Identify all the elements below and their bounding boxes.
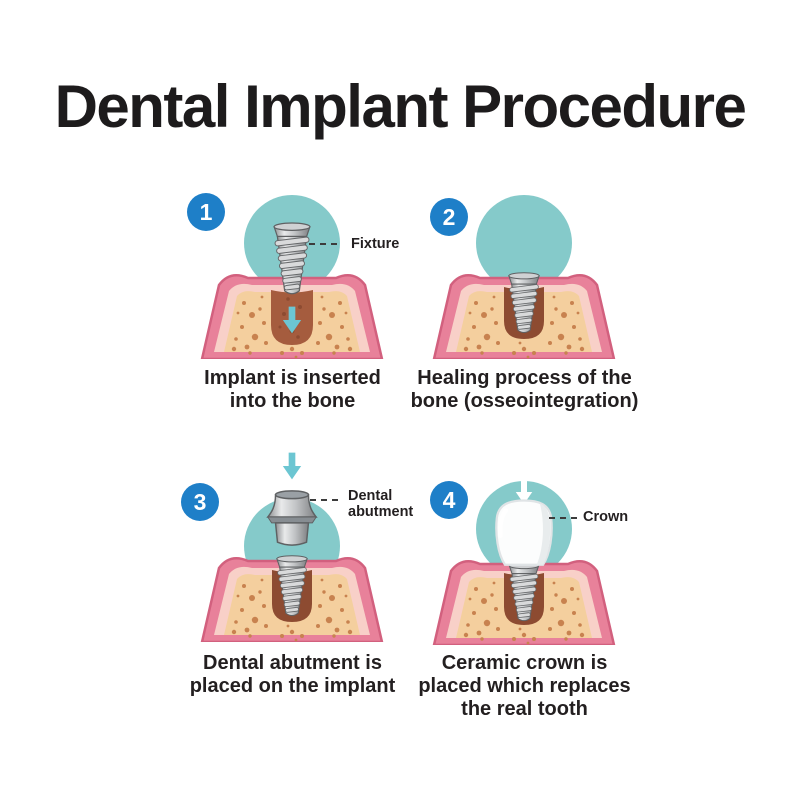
step-number-badge: 3 <box>181 483 219 521</box>
step-2-illustration <box>432 195 616 359</box>
step-3-panel: 3 Dental abutment Dental abutment is pla… <box>170 443 415 743</box>
callout-leader-line <box>549 517 577 519</box>
dental-abutment-label: Dental abutment <box>348 488 414 521</box>
step-1-panel: 1 Fixture Implant is inserted into the b… <box>170 183 415 443</box>
step-1-illustration <box>200 195 384 359</box>
callout-leader-line <box>309 243 337 245</box>
step-number-badge: 1 <box>187 193 225 231</box>
step-caption: Healing process of the bone (osseointegr… <box>410 367 639 412</box>
step-number-badge: 2 <box>430 198 468 236</box>
page-title: Dental Implant Procedure <box>54 73 747 140</box>
step-caption: Dental abutment is placed on the implant <box>189 652 396 697</box>
callout-leader-line <box>310 499 338 501</box>
step-caption: Implant is inserted into the bone <box>204 367 381 412</box>
step-4-illustration <box>432 480 616 645</box>
fixture-label: Fixture <box>351 236 400 252</box>
step-2-panel: 2 Healing process of the bone (osseointe… <box>402 183 647 443</box>
step-caption: Ceramic crown is placed which replaces t… <box>418 652 631 720</box>
crown-tooth <box>496 501 551 565</box>
down-arrow-icon <box>282 452 302 480</box>
step-number-badge: 4 <box>430 481 468 519</box>
step-4-panel: 4 Crown Ceramic crown is placed which re… <box>402 443 647 743</box>
step-3-illustration <box>200 452 384 642</box>
crown-label: Crown <box>583 509 629 525</box>
highlight-circle <box>476 195 572 291</box>
